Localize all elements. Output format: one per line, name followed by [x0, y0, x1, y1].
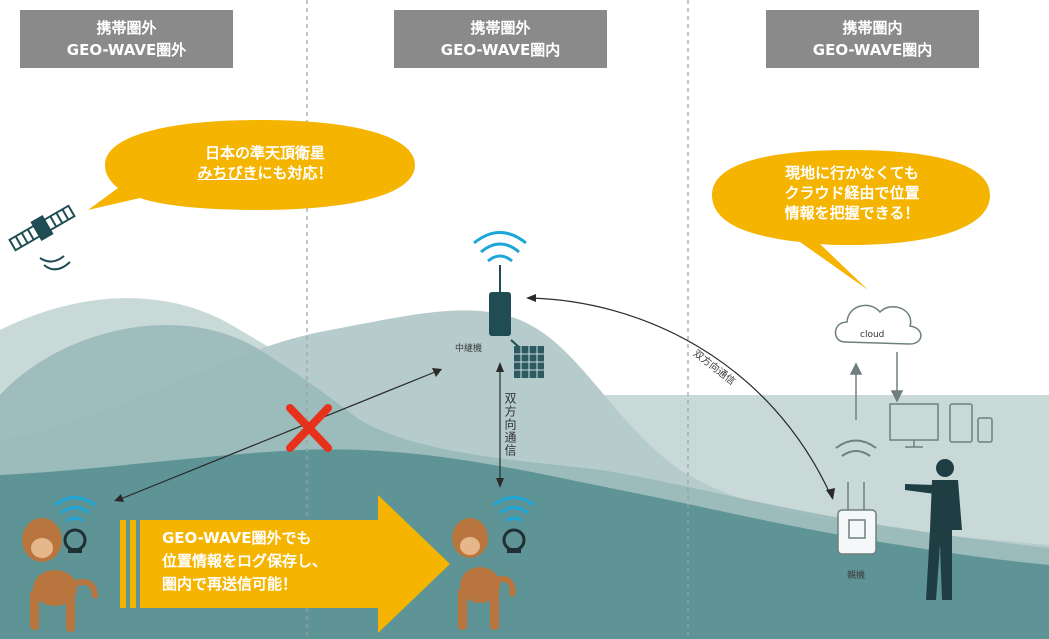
- relay-label: 中継機: [455, 344, 483, 354]
- satellite-bubble-line2-rest: にも対応！: [257, 164, 333, 182]
- cloud-bubble-line2: クラウド経由で位置: [784, 184, 920, 202]
- resend-arrow-text: GEO-WAVE圏外でも 位置情報をログ保存し、 圏内で再送信可能！: [162, 527, 327, 596]
- zone-label-1: 携帯圏外 GEO-WAVE圏外: [20, 10, 233, 68]
- cloud-label: cloud: [860, 330, 885, 340]
- cloud-bubble-line3: 情報を把握できる！: [784, 204, 920, 222]
- monkey-left: [22, 518, 98, 632]
- blocked-link-line: [117, 369, 441, 501]
- base-label: 親機: [847, 571, 866, 581]
- satellite-bubble-line1: 日本の準天頂衛星: [204, 144, 325, 162]
- wifi-collar-left: [54, 496, 96, 553]
- satellite-bubble-shape: [88, 120, 415, 210]
- satellite-icon: [8, 204, 76, 271]
- devices-icon: [889, 403, 993, 448]
- base-station-icon: [835, 439, 877, 555]
- relay-station-icon: [473, 231, 544, 378]
- zone-label-1-line2: GEO-WAVE圏外: [66, 41, 187, 59]
- zone-label-2-line1: 携帯圏外: [470, 19, 531, 37]
- zone-label-3-line2: GEO-WAVE圏内: [812, 41, 933, 59]
- cloud-arrows: [849, 352, 904, 420]
- cross-icon: [286, 404, 332, 452]
- person-icon: [905, 459, 962, 600]
- zone-label-1-line1: 携帯圏外: [96, 19, 157, 37]
- zone-label-2-line2: GEO-WAVE圏内: [440, 41, 561, 59]
- resend-arrow-line2: 位置情報をログ保存し、: [162, 552, 328, 570]
- zone-label-3-line1: 携帯圏内: [842, 19, 903, 37]
- zone-label-3: 携帯圏内 GEO-WAVE圏内: [766, 10, 979, 68]
- zone-label-2: 携帯圏外 GEO-WAVE圏内: [394, 10, 607, 68]
- resend-arrow-line3: 圏内で再送信可能！: [162, 575, 298, 593]
- wifi-collar-middle: [493, 496, 535, 553]
- michibiki-text: みちびき: [197, 164, 258, 182]
- cloud-bubble-shape: [712, 150, 990, 290]
- resend-arrow-shape: [120, 495, 450, 633]
- satellite-bubble-line2: みちびきにも対応！: [150, 163, 380, 183]
- cloud-icon: [834, 304, 922, 345]
- cloud-bubble-text: 現地に行かなくても クラウド経由で位置 情報を把握できる！: [742, 163, 962, 223]
- satellite-bubble-text: 日本の準天頂衛星 みちびきにも対応！: [150, 143, 380, 183]
- resend-arrow-line1: GEO-WAVE圏外でも: [162, 529, 312, 547]
- cloud-bubble-line1: 現地に行かなくても: [785, 164, 919, 182]
- monkey-middle: [452, 518, 516, 630]
- vertical-comm-label: 双方向通信: [503, 392, 517, 457]
- diagonal-comm-arrow: [527, 297, 833, 499]
